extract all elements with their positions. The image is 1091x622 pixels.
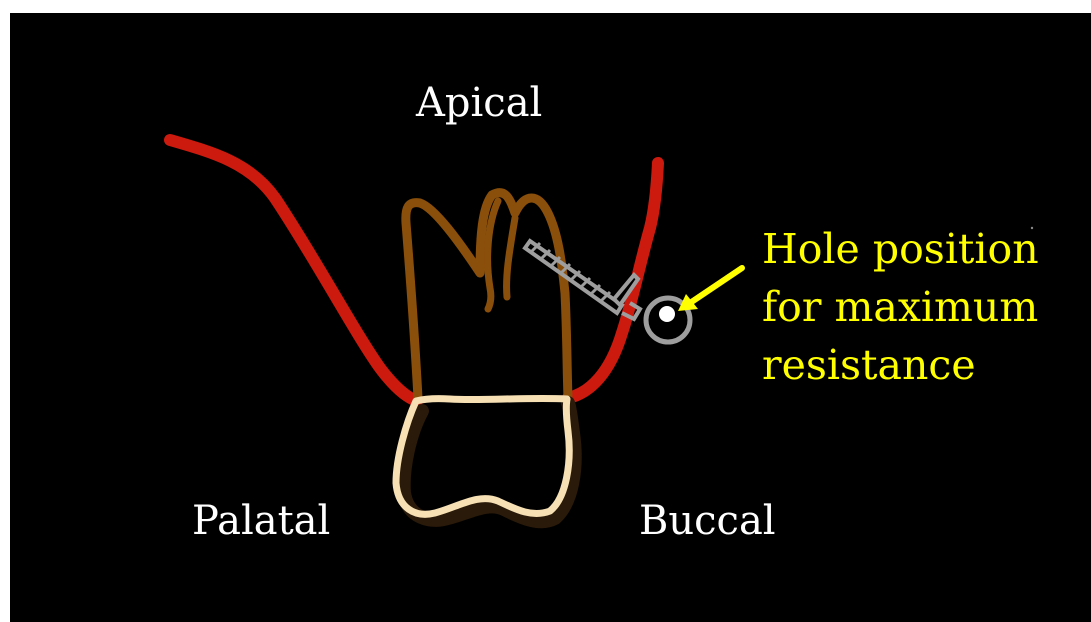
slide-canvas: Apical Palatal Buccal Hole position for …: [10, 13, 1091, 622]
pointer-arrow-icon: [678, 268, 742, 311]
root-canal-line: [488, 201, 498, 309]
label-palatal: Palatal: [192, 501, 330, 541]
bone-outline-palatal: [170, 140, 417, 401]
hole-marker: [659, 306, 675, 322]
label-apical: Apical: [416, 83, 542, 123]
callout-line-1: Hole position: [762, 220, 1039, 278]
callout-text: Hole position for maximum resistance: [762, 220, 1039, 394]
callout-line-3: resistance: [762, 336, 1039, 394]
tooth-root: [406, 193, 568, 398]
root-canal-line-2: [507, 218, 515, 297]
callout-line-2: for maximum: [762, 278, 1039, 336]
screw-icon: [525, 241, 690, 342]
label-buccal: Buccal: [639, 501, 776, 541]
bone-outline-buccal: [568, 163, 658, 398]
crown-shadow: [404, 403, 575, 521]
